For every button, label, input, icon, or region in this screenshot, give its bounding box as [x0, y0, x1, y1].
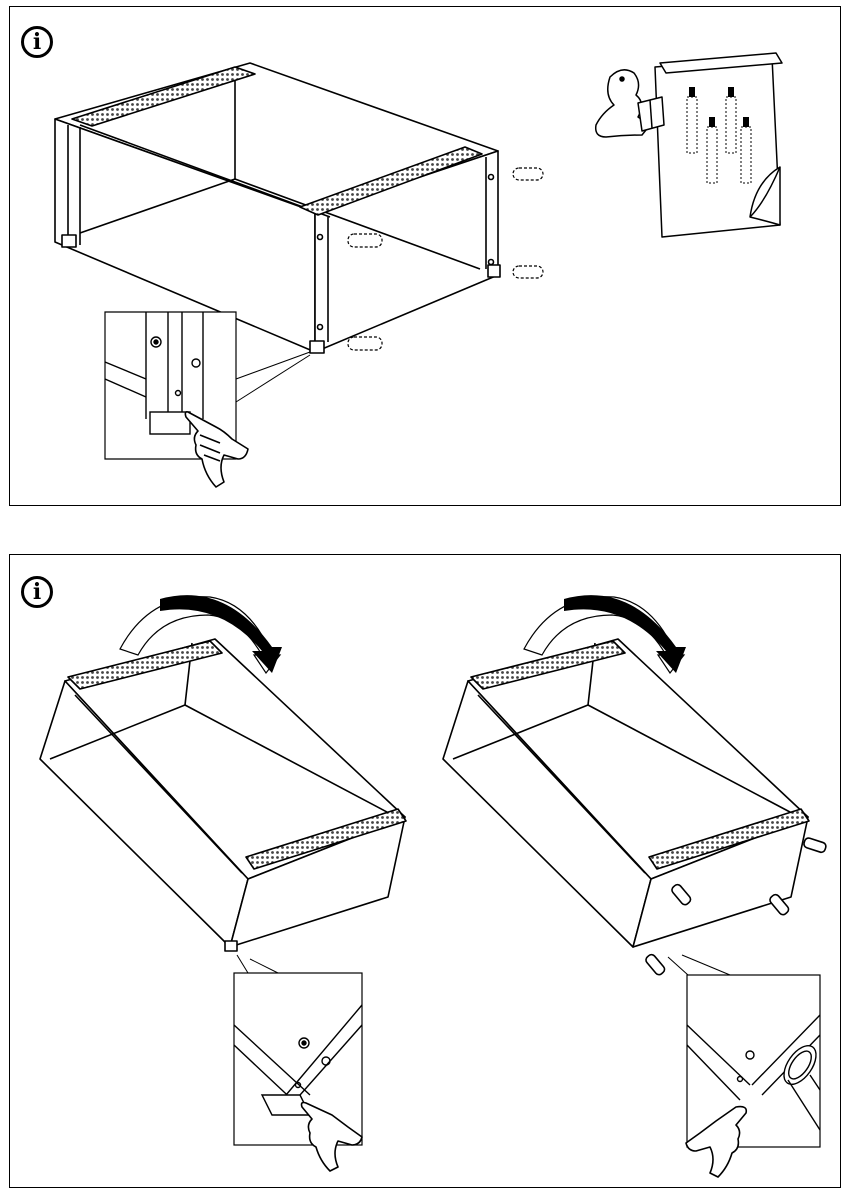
pointing-hand-icon [685, 1105, 748, 1178]
tilt-step-right [442, 595, 827, 1178]
cabinet-tilting-illustration [39, 595, 827, 1178]
rotate-arrow-icon [523, 595, 686, 675]
dowel-icon [347, 167, 544, 351]
info-icon: i [21, 576, 53, 608]
rotate-arrow-icon [119, 595, 282, 675]
info-icon-glyph: i [32, 29, 42, 55]
manual-reading-figure-icon [594, 52, 783, 238]
info-icon: i [21, 26, 53, 58]
info-icon-glyph: i [32, 579, 42, 605]
instruction-panel-bottom: i [9, 554, 841, 1188]
detail-inset-top [104, 311, 249, 488]
instruction-panel-top: i [9, 6, 841, 506]
pointing-hand-icon [300, 1101, 363, 1172]
cabinet-frame-illustration [54, 52, 783, 488]
tilt-step-left [39, 595, 407, 1172]
pointing-hand-icon [184, 411, 249, 488]
